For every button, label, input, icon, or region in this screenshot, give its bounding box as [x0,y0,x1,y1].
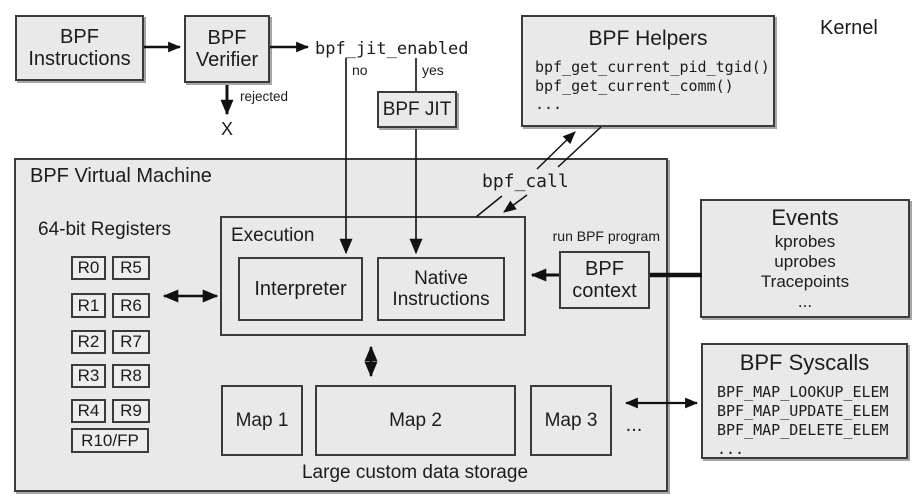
event-item: uprobes [774,252,836,271]
no-branch-label: no [352,62,368,78]
bpf-helpers-functions: bpf_get_current_pid_tgid() bpf_get_curre… [535,58,773,114]
events-panel: Events kprobes uprobes Tracepoints ... [700,199,910,318]
bpf-helpers-panel: BPF Helpers bpf_get_current_pid_tgid() b… [521,15,775,127]
rejected-label: rejected [240,89,289,104]
bpf-context-box: BPF context [559,251,650,309]
rejected-x-mark: X [220,119,233,139]
register-box-r1: R1 [71,293,106,318]
register-box-r10-fp: R10/FP [71,428,149,453]
helper-function-line: ... [535,95,563,113]
vm-title: BPF Virtual Machine [30,165,212,187]
bpf-syscalls-panel: BPF Syscalls BPF_MAP_LOOKUP_ELEM BPF_MAP… [701,343,908,459]
run-bpf-program-label: run BPF program [552,228,660,244]
register-box-r0: R0 [71,256,106,280]
bpf-syscalls-title: BPF Syscalls [739,350,870,375]
events-title: Events [771,205,839,230]
bpf-helpers-title: BPF Helpers [588,27,708,50]
bpf-instructions-box: BPF Instructions [15,15,144,81]
bpf-syscalls-items: BPF_MAP_LOOKUP_ELEM BPF_MAP_UPDATE_ELEM … [717,383,906,459]
native-instructions-box: Native Instructions [377,257,505,321]
yes-branch-label: yes [422,62,444,78]
map1-box: Map 1 [221,385,303,456]
bpf-call-label: bpf_call [482,171,569,192]
syscall-item: BPF_MAP_UPDATE_ELEM [717,402,889,420]
event-item: Tracepoints [760,272,850,291]
syscall-item: BPF_MAP_LOOKUP_ELEM [717,383,889,401]
execution-title: Execution [231,225,315,246]
bpf-jit-enabled-label: bpf_jit_enabled [315,39,469,59]
registers-title: 64-bit Registers [38,219,172,240]
maps-ellipsis: ... [625,414,643,436]
storage-label: Large custom data storage [301,462,529,483]
bpf-verifier-box: BPF Verifier [184,15,270,83]
register-box-r6: R6 [112,293,150,318]
events-items: kprobes uprobes Tracepoints ... [702,232,908,312]
map2-box: Map 2 [315,385,516,456]
helper-function-line: bpf_get_current_pid_tgid() [535,58,770,76]
map3-box: Map 3 [530,385,612,456]
event-item: ... [797,292,813,311]
register-box-r7: R7 [112,330,150,354]
event-item: kprobes [774,232,836,251]
interpreter-box: Interpreter [238,257,363,321]
syscall-item: BPF_MAP_DELETE_ELEM [717,421,889,439]
register-box-r5: R5 [112,256,150,280]
register-box-r9: R9 [112,399,150,423]
bpf-jit-box: BPF JIT [377,91,457,128]
register-box-r4: R4 [71,399,106,423]
register-box-r8: R8 [112,364,150,388]
register-box-r3: R3 [71,364,106,388]
helper-function-line: bpf_get_current_comm() [535,76,734,95]
kernel-label: Kernel [820,17,878,39]
register-box-r2: R2 [71,330,106,354]
syscall-item: ... [717,440,745,458]
